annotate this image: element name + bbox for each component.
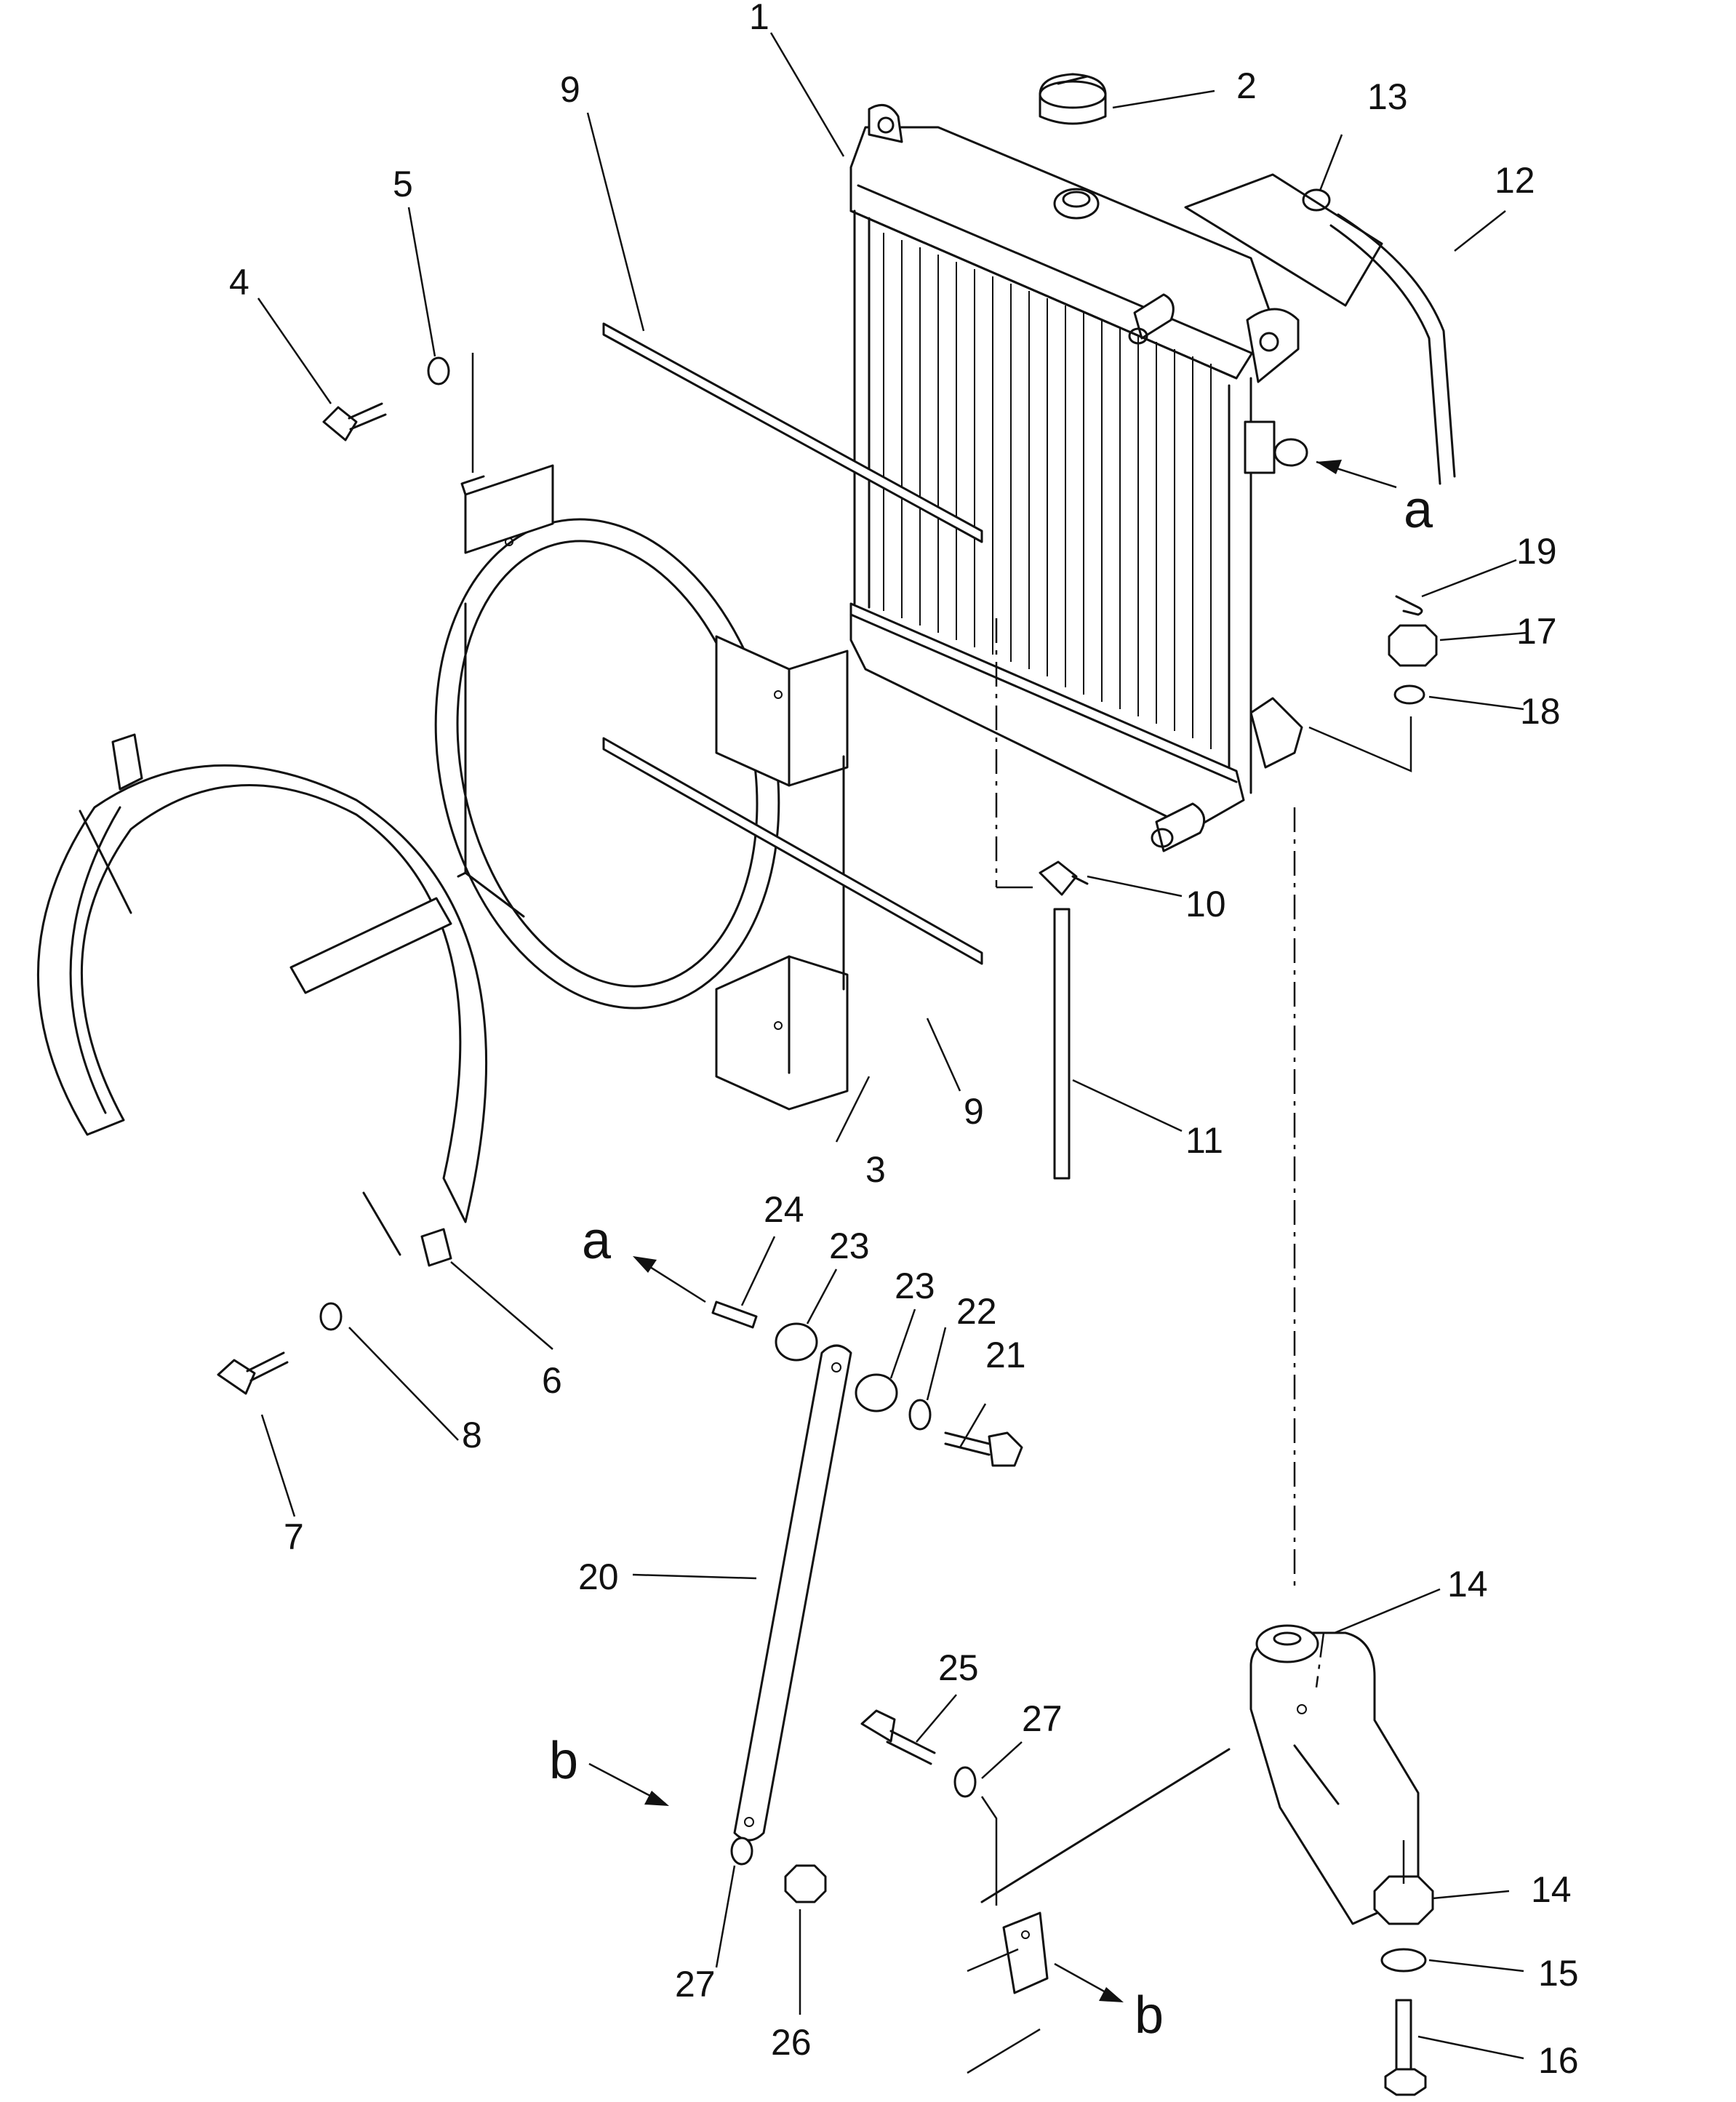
alignment-lines	[471, 353, 1412, 1906]
callout-8: 8	[462, 1415, 482, 1455]
nut-17	[1388, 624, 1438, 667]
callout-4: 4	[229, 262, 249, 303]
callout-17: 17	[1516, 611, 1557, 652]
callout-10: 10	[1185, 884, 1226, 924]
radiator-cap	[1039, 73, 1107, 125]
callout-25: 25	[938, 1647, 979, 1688]
washer-27-upper	[953, 1766, 977, 1798]
callout-6: 6	[542, 1360, 562, 1401]
callout-27-upper: 27	[1022, 1698, 1063, 1739]
pin-24	[711, 1300, 758, 1329]
fan-shroud	[434, 464, 849, 1111]
drain-valve-10	[1039, 860, 1089, 896]
reference-letters: a a b b	[549, 481, 1433, 2045]
washer-18	[1393, 684, 1425, 705]
seal-strip-upper	[602, 322, 983, 543]
bolt-25	[860, 1709, 936, 1765]
spacer-23-left	[775, 1322, 818, 1362]
hose-11	[1053, 908, 1071, 1180]
rubber-mount-14-lower	[1373, 1875, 1434, 1925]
mounting-bracket	[980, 1631, 1420, 1925]
callout-12: 12	[1495, 160, 1535, 201]
nut-26	[784, 1864, 827, 1903]
bolt-16	[1384, 1999, 1427, 2096]
washer-27-lower	[730, 1837, 753, 1866]
washer-15	[1380, 1948, 1427, 1973]
reference-arrows	[588, 460, 1397, 2074]
bolt-4	[322, 402, 387, 441]
bracket-plate	[1002, 1911, 1049, 1994]
callout-23-right: 23	[895, 1266, 935, 1306]
reference-a-right: a	[1404, 481, 1433, 539]
callout-27-lower: 27	[675, 1964, 716, 2005]
callout-15: 15	[1538, 1953, 1579, 1994]
reference-a-left: a	[582, 1212, 612, 1270]
washer-22	[908, 1399, 932, 1431]
rubber-mount-14-upper	[1255, 1624, 1319, 1663]
callout-22: 22	[956, 1291, 997, 1332]
callout-numbers: 1 2 3 4 5 6 7 8 9 9 10 11 12 13 14 14 15…	[229, 0, 1579, 2081]
decal-plate	[1184, 173, 1383, 307]
leader-lines	[257, 32, 1528, 2060]
hose-12	[1329, 213, 1456, 485]
bolt-21	[944, 1431, 1023, 1467]
callout-20: 20	[578, 1556, 619, 1597]
callout-21: 21	[985, 1335, 1026, 1375]
reference-b-left: b	[549, 1732, 578, 1790]
callout-7: 7	[284, 1516, 304, 1557]
callout-11: 11	[1185, 1120, 1223, 1161]
callout-24: 24	[764, 1189, 804, 1230]
cotter-pin-19	[1395, 595, 1423, 616]
spacer-23-right	[855, 1373, 898, 1412]
callout-16: 16	[1538, 2040, 1579, 2081]
washer-8	[319, 1302, 343, 1331]
callout-13: 13	[1367, 76, 1408, 117]
seal-strip-lower	[602, 737, 983, 965]
callout-14-upper: 14	[1447, 1564, 1488, 1605]
callout-19: 19	[1516, 531, 1557, 572]
callout-3: 3	[865, 1149, 886, 1190]
callout-26: 26	[771, 2022, 812, 2063]
washer-5	[427, 356, 450, 385]
fan-guard	[36, 733, 488, 1267]
callout-9-upper: 9	[560, 69, 580, 110]
callout-9-lower: 9	[964, 1091, 984, 1132]
callout-23-left: 23	[829, 1226, 870, 1266]
callout-18: 18	[1520, 691, 1561, 732]
callout-5: 5	[393, 164, 413, 204]
bolt-7	[217, 1351, 289, 1395]
reference-b-right: b	[1135, 1986, 1164, 2045]
radiator-core	[849, 103, 1308, 852]
callout-14-lower: 14	[1531, 1869, 1572, 1910]
stay-rod-20	[733, 1344, 852, 1842]
callout-2: 2	[1236, 65, 1257, 106]
callout-1: 1	[749, 0, 769, 37]
